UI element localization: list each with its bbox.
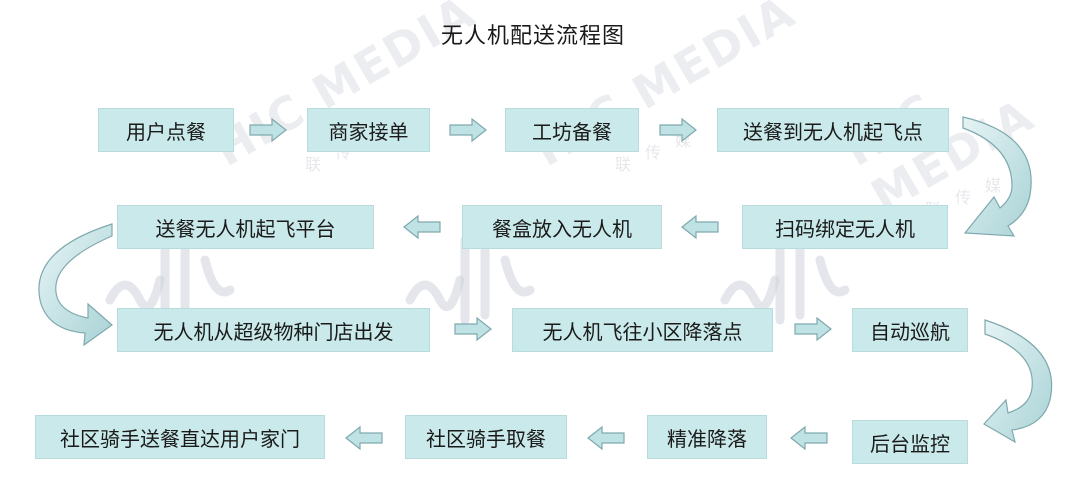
arrow-right-1 [249,117,287,143]
step-kitchen-prepare: 工坊备餐 [505,108,639,152]
arrow-left-4 [587,425,625,451]
step-auto-cruise: 自动巡航 [852,308,968,352]
diagram-title: 无人机配送流程图 [440,24,625,49]
step-deliver-to-takeoff: 送餐到无人机起飞点 [717,108,949,152]
curve-arrow-left [38,223,113,347]
step-fly-to-landing: 无人机飞往小区降落点 [512,308,773,352]
watermark-char-5: 传 [645,143,661,162]
step-rider-deliver-door: 社区骑手送餐直达用户家门 [35,415,325,459]
watermark-char-1: 联 [305,155,321,174]
arrow-left-1 [681,214,719,240]
arrow-left-3 [790,425,828,451]
arrow-left-5 [345,425,383,451]
step-depart-store: 无人机从超级物种门店出发 [117,308,430,352]
watermark-logo-3 [720,235,850,325]
watermark-char-8: 传 [955,188,971,207]
curve-arrow-right-bottom [983,319,1053,444]
arrow-right-3 [659,117,697,143]
step-box-into-drone: 餐盒放入无人机 [462,205,662,249]
watermark-logo-1 [105,235,235,325]
watermark-logo-2 [405,235,535,325]
step-backend-monitor: 后台监控 [852,420,968,464]
arrow-right-4 [454,316,492,342]
watermark-char-9: 媒 [985,176,1001,195]
step-precise-landing: 精准降落 [647,415,767,459]
curve-arrow-right-top [962,116,1032,237]
step-takeoff-platform: 送餐无人机起飞平台 [117,205,374,249]
arrow-right-5 [794,316,832,342]
step-scan-bind-drone: 扫码绑定无人机 [742,205,948,249]
arrow-left-2 [403,214,441,240]
step-rider-pickup: 社区骑手取餐 [405,415,567,459]
arrow-right-2 [449,117,487,143]
watermark-char-4: 联 [615,155,631,174]
step-order-food: 用户点餐 [98,108,234,152]
step-merchant-accept: 商家接单 [307,108,430,152]
